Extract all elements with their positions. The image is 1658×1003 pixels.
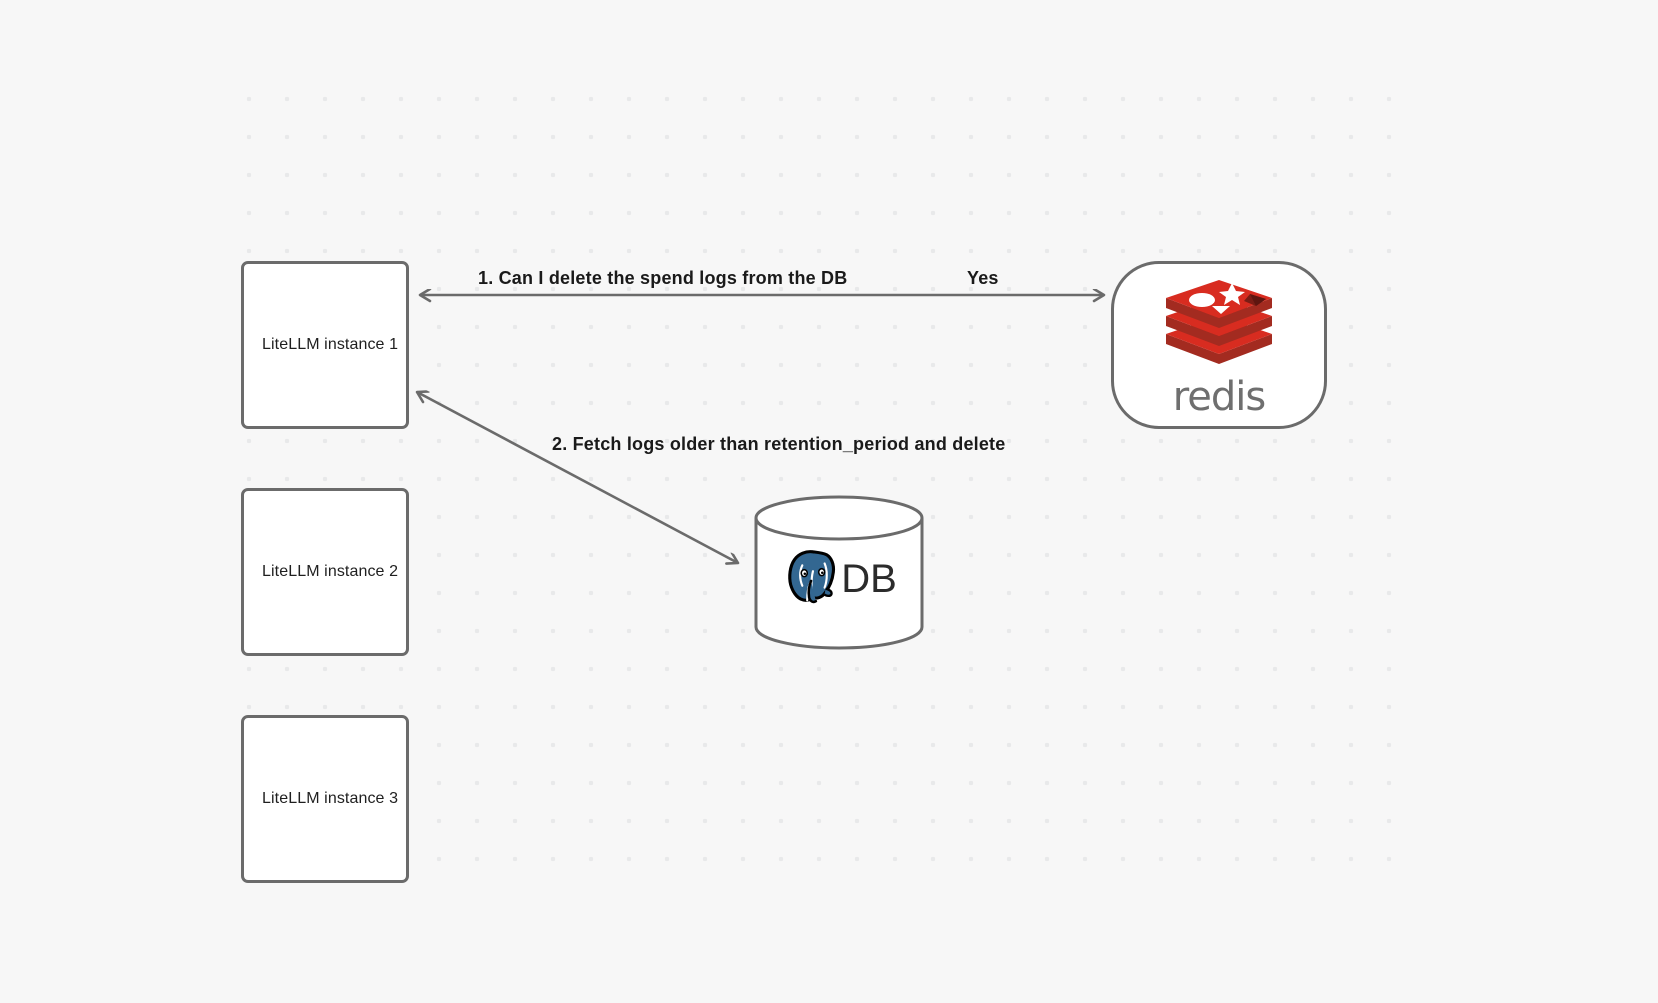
redis-stack-logo-icon — [1160, 278, 1278, 375]
node-litellm-instance-2-label: LiteLLM instance 2 — [262, 563, 399, 580]
database-label: DB — [841, 557, 897, 601]
node-redis[interactable]: redis — [1111, 261, 1327, 429]
node-litellm-instance-3-label: LiteLLM instance 3 — [262, 790, 399, 807]
redis-wordmark-label: redis — [1172, 373, 1267, 420]
edge-label-fetch-delete: 2. Fetch logs older than retention_perio… — [552, 434, 1006, 454]
node-litellm-instance-1[interactable]: LiteLLM instance 1 — [241, 261, 409, 429]
node-litellm-instance-1-label: LiteLLM instance 1 — [262, 336, 399, 353]
cylinder-shape — [754, 495, 924, 650]
edge-label-question: 1. Can I delete the spend logs from the … — [478, 268, 848, 288]
edge-db-to-litellm-1 — [417, 392, 738, 563]
node-litellm-instance-3[interactable]: LiteLLM instance 3 — [241, 715, 409, 883]
postgresql-elephant-icon — [781, 546, 843, 613]
node-database[interactable]: DB — [753, 495, 925, 650]
node-litellm-instance-2[interactable]: LiteLLM instance 2 — [241, 488, 409, 656]
edge-label-answer: Yes — [967, 268, 999, 288]
